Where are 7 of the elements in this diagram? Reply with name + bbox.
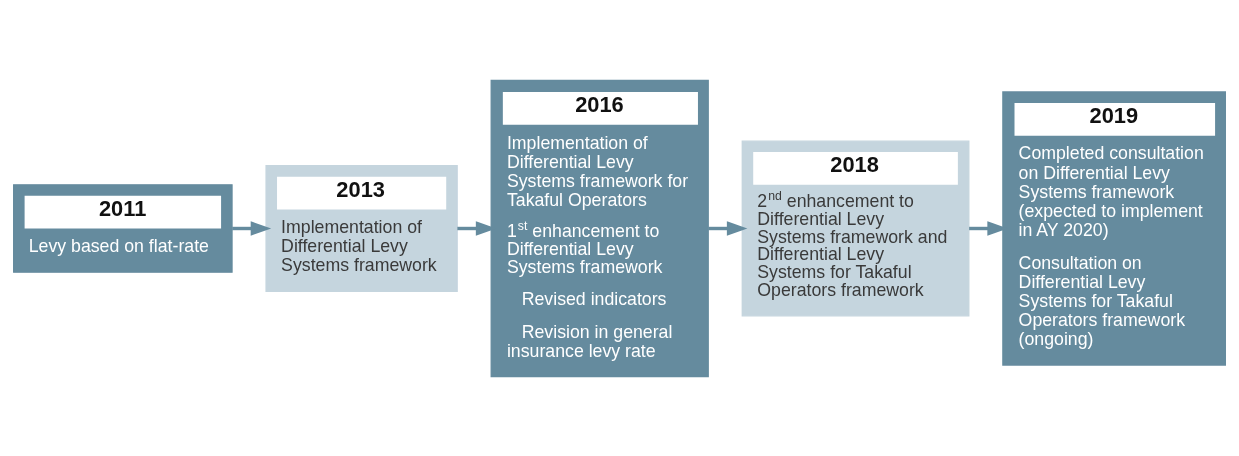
node-box: 2019 Completed consultation on Differential Levy Systems framework (expected to implement in AY 2020) Consultation on Differential Levy Systems for Takaful Operators framework (ongoing) bbox=[1002, 90, 1226, 366]
node-box: 2011 Levy based on flat-rate bbox=[13, 183, 233, 273]
arrow bbox=[232, 220, 272, 236]
arrow bbox=[708, 220, 748, 236]
node-box: 2013 Implementation of Differential Levy Systems framework bbox=[265, 164, 458, 292]
node-box: 2018 2$^{nd}$ enhancement to Differential Levy Systems framework and Differential Levy Systems for Takaful Operators framework bbox=[741, 140, 970, 316]
node-box: 2016 Implementation of Differential Levy Systems framework for Takaful Operators 1$^{st}$ enhancement to Differential Levy Systems framework Revised indicators Revision in general insurance levy rate bbox=[490, 79, 709, 377]
